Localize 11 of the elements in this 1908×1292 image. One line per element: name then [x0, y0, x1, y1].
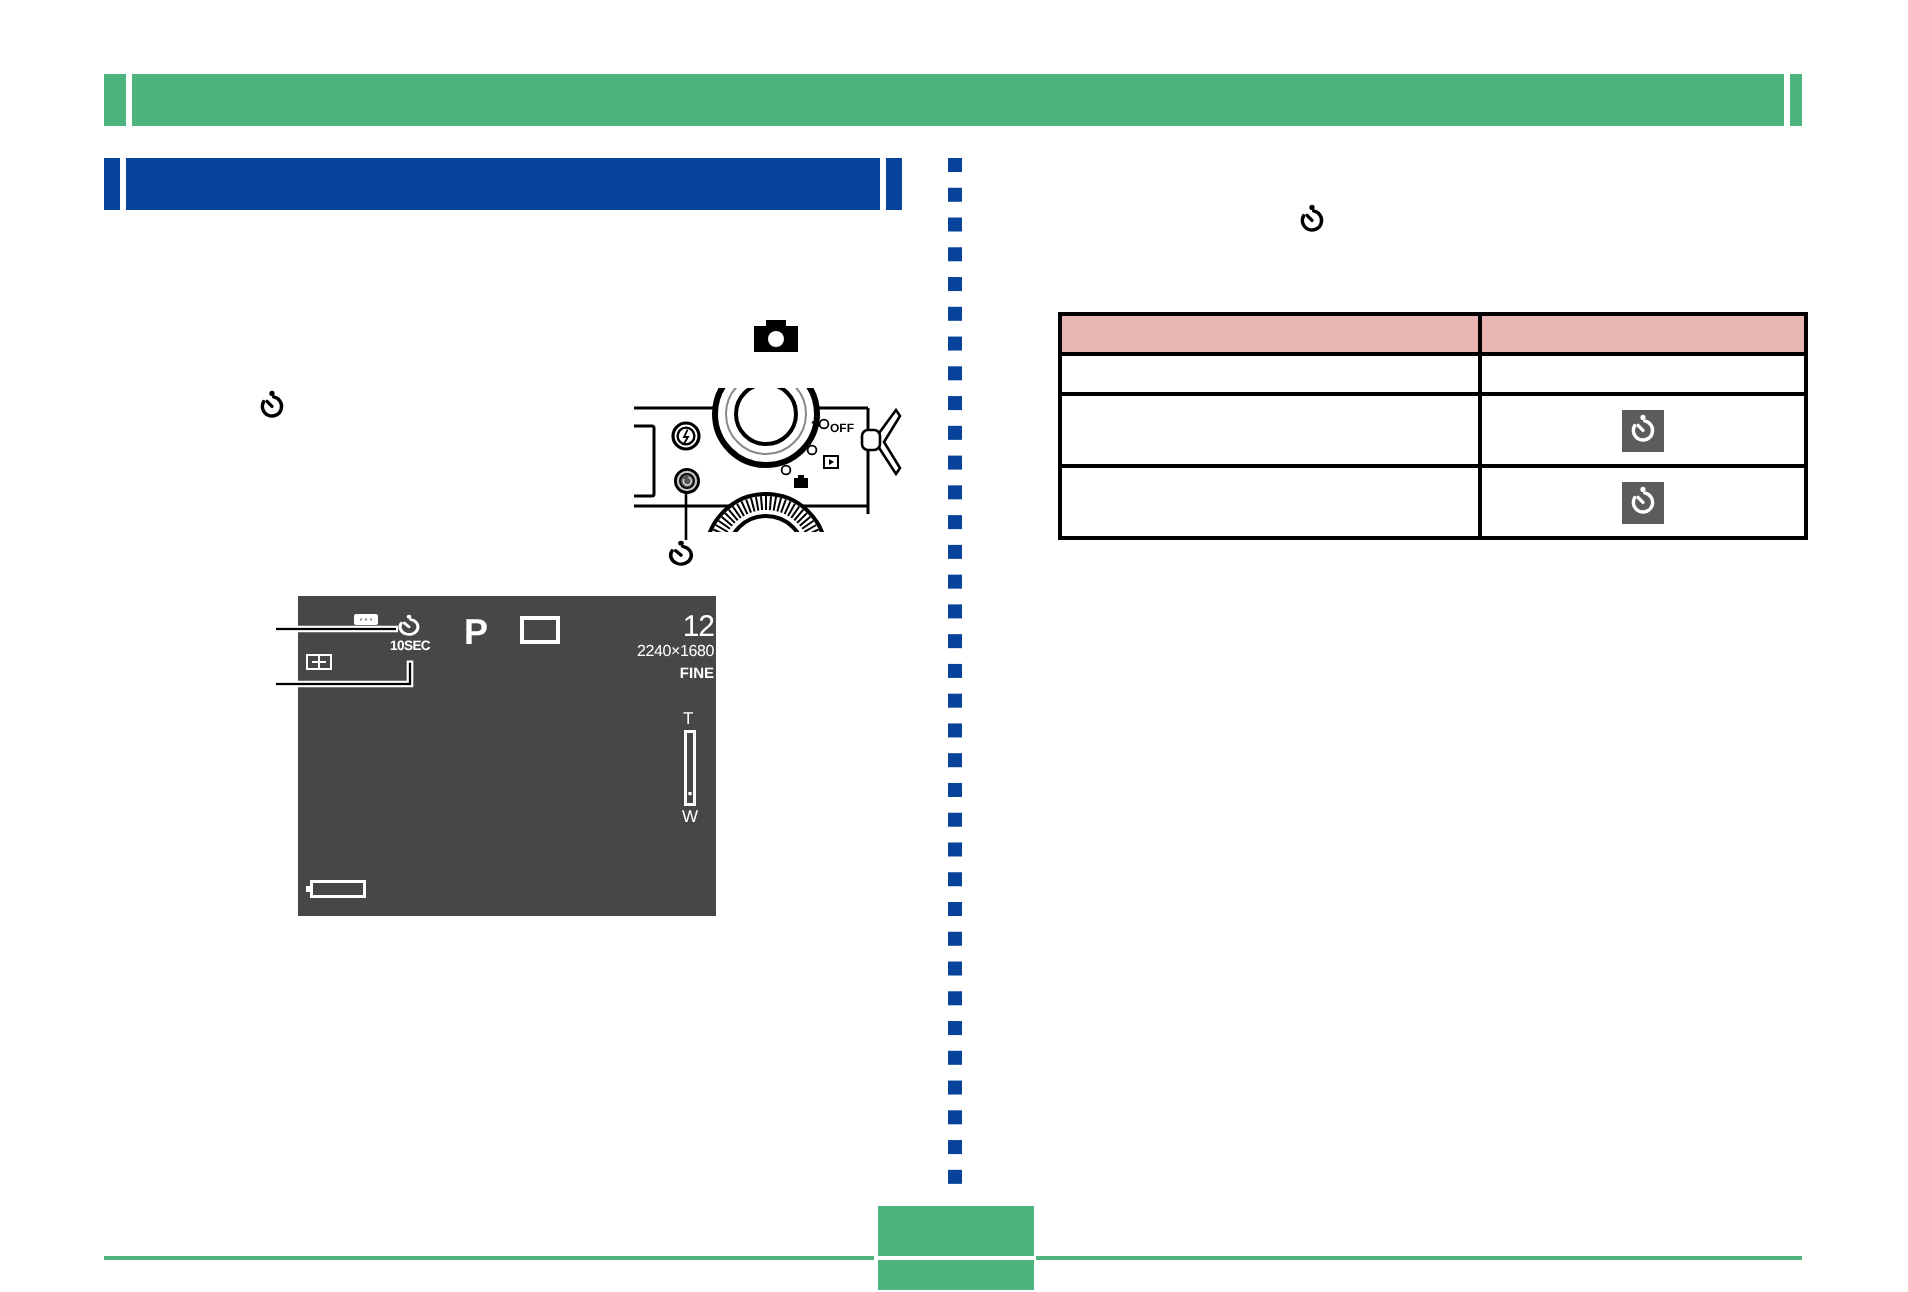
- resolution-text: 2240×1680: [637, 644, 714, 660]
- leader-line: [684, 493, 688, 540]
- zoom-end-text: W: [682, 808, 699, 825]
- mode-text: P: [464, 613, 489, 649]
- self-timer-icon: [666, 540, 696, 566]
- self-timer-icon: [396, 614, 422, 636]
- shot-count-text: 12: [682, 611, 714, 641]
- leader-line: [276, 662, 412, 686]
- self-timer-button: [673, 467, 699, 493]
- zoom-end-text: T: [683, 710, 694, 727]
- leader-line: [276, 627, 396, 631]
